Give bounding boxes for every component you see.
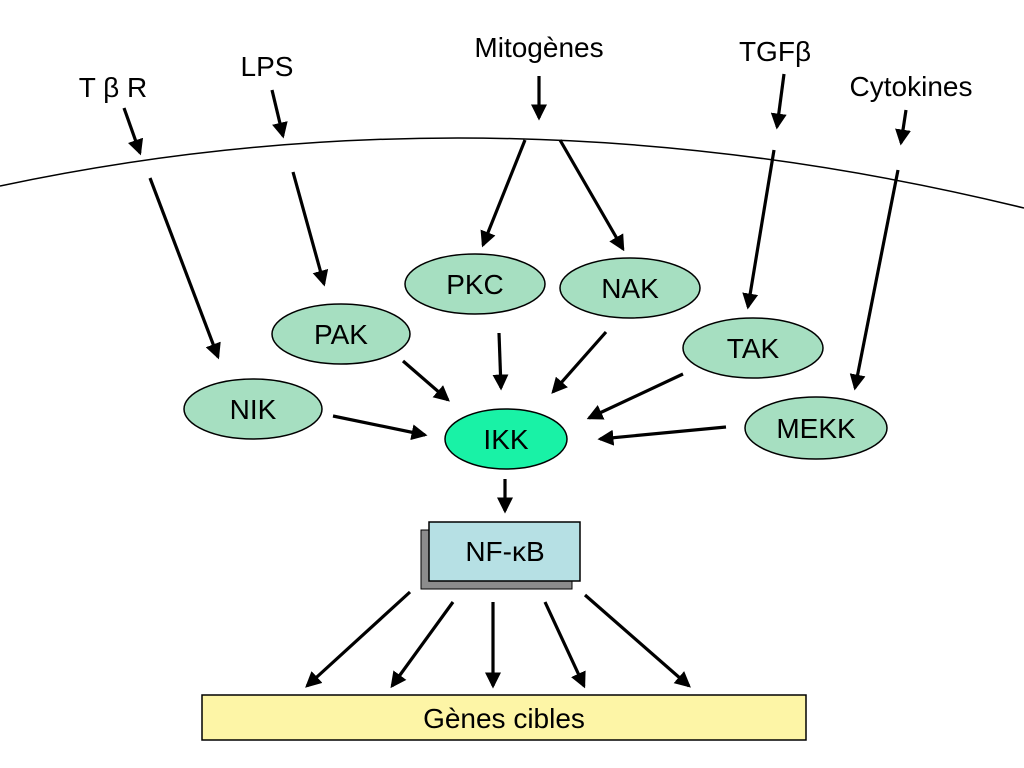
- node-mekk: MEKK: [744, 396, 888, 460]
- node-nfkb-label: NF-κB: [465, 536, 544, 567]
- signal-arrows: [122, 73, 911, 156]
- arrow-cytokines-membrane: [895, 109, 911, 146]
- arrow-nfkb-target-1: [305, 590, 412, 688]
- node-nak: NAK: [559, 257, 701, 319]
- node-pkc: PKC: [404, 253, 546, 315]
- node-tak-label: TAK: [727, 333, 780, 364]
- node-target-genes-label: Gènes cibles: [423, 703, 585, 734]
- node-mekk-shape: [744, 396, 888, 460]
- arrow-membrane-pkc: [480, 139, 527, 248]
- node-nik-label: NIK: [230, 394, 277, 425]
- ikk-input-arrows: [332, 330, 727, 446]
- node-nak-label: NAK: [601, 273, 659, 304]
- node-ikk-label: IKK: [483, 424, 528, 455]
- node-tak: TAK: [682, 317, 824, 379]
- node-nak-shape: [559, 257, 701, 319]
- arrow-nfkb-target-4: [543, 601, 586, 689]
- node-nfkb-box: [428, 521, 581, 582]
- arrow-pkc-ikk: [492, 332, 509, 391]
- arrow-pak-ikk: [401, 359, 450, 402]
- membrane-arrows: [148, 139, 900, 391]
- node-pak-shape: [271, 303, 411, 365]
- arrow-nik-ikk: [332, 414, 428, 441]
- node-target-genes-box: [201, 694, 807, 741]
- node-ikk-shape: [444, 408, 568, 470]
- arrow-tgfb-membrane: [770, 73, 787, 130]
- node-ikk: IKK: [444, 408, 568, 470]
- cell-membrane: [0, 137, 1024, 209]
- arrow-tak-ikk: [586, 372, 684, 420]
- node-pak: PAK: [271, 303, 411, 365]
- signal-tbr-label: T β R: [79, 72, 147, 103]
- node-pkc-shape: [404, 253, 546, 315]
- signal-mitogenes-label: Mitogènes: [474, 32, 603, 63]
- arrow-nfkb-target-5: [583, 593, 691, 688]
- node-nik: NIK: [183, 378, 323, 440]
- arrow-nfkb-target-2: [390, 601, 455, 689]
- arrow-membrane-tak: [742, 149, 776, 310]
- node-nfkb: NF-κB: [420, 521, 581, 590]
- target-arrows: [305, 590, 691, 689]
- signal-cytokines-label: Cytokines: [850, 71, 973, 102]
- node-pak-label: PAK: [314, 319, 368, 350]
- node-pkc-label: PKC: [446, 269, 504, 300]
- node-mekk-label: MEKK: [776, 413, 856, 444]
- node-tak-shape: [682, 317, 824, 379]
- signal-lps-label: LPS: [241, 51, 294, 82]
- arrow-lps-membrane: [270, 89, 288, 139]
- arrow-tbr-membrane: [122, 107, 144, 156]
- arrow-membrane-mekk: [849, 169, 900, 391]
- arrow-nak-ikk: [551, 330, 608, 394]
- arrow-membrane-nak: [558, 139, 625, 252]
- node-nik-shape: [183, 378, 323, 440]
- arrow-mekk-ikk: [597, 425, 727, 446]
- node-target-genes: Gènes cibles: [201, 694, 807, 741]
- arrow-membrane-pak: [291, 171, 329, 287]
- signal-tgfb-label: TGFβ: [739, 36, 811, 67]
- arrow-membrane-nik: [148, 177, 221, 360]
